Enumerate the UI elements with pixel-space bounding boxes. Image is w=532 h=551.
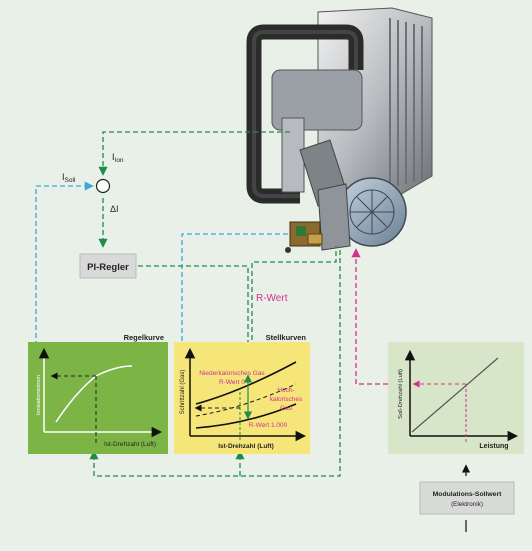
- pi-controller-block: PI-Regler: [79, 253, 137, 279]
- stellkurven-xlabel: Ist-Drehzahl (Luft): [218, 443, 274, 450]
- modulation-line2: (Elektronik): [451, 501, 483, 508]
- regelkurve-xlabel: Ist-Drehzahl (Luft): [104, 441, 156, 448]
- regelkurve-ylabel: Ionisationsstrom: [36, 375, 42, 415]
- soll-xlabel: Leistung: [479, 443, 508, 450]
- curve-niederkalorisch: [195, 361, 297, 405]
- panel-soll-drehzahl: Soll-Drehzahl (Luft) Leistung: [388, 342, 524, 454]
- label-delta-i: ΔI: [110, 204, 119, 214]
- soll-ylabel: Soll-Drehzahl (Luft): [398, 369, 404, 419]
- control-signal-lines: [89, 131, 341, 477]
- label-r-wert-1000: R-Wert 1.000: [249, 422, 288, 429]
- setpoint-signal-lines: [351, 248, 388, 385]
- label-hochkalorisch-3: Gas: [280, 405, 293, 412]
- panel-regelkurve: Regelkurve Ionisationsstrom Ist-Drehzahl…: [28, 333, 168, 454]
- curve-hochkalorisch: [195, 403, 297, 429]
- label-hochkalorisch-2: kalorisches: [270, 396, 303, 403]
- pi-controller-label: PI-Regler: [87, 262, 129, 273]
- soll-drehzahl-line: [411, 357, 499, 433]
- label-hochkalorisch-1: Hoch-: [277, 387, 294, 394]
- stellkurven-ylabel: Schrittzahl (Gas): [180, 370, 186, 415]
- label-i-ion: IIon: [112, 152, 124, 164]
- panel-stellkurven: Stellkurven Schrittzahl (Gas) Ist-Drehza…: [174, 333, 310, 454]
- label-niederkalorisch-gas: Niederkalorisches Gas: [199, 370, 265, 377]
- stellkurven-title: Stellkurven: [266, 333, 307, 342]
- burner-unit-illustration: [246, 7, 433, 253]
- label-r-wert-0: R-Wert 0: [219, 379, 245, 386]
- modulation-setpoint-block: Modulations-Sollwert (Elektronik): [419, 481, 515, 515]
- modulation-line1: Modulations-Sollwert: [433, 491, 502, 498]
- summing-junction: [95, 178, 111, 194]
- label-r-wert: R-Wert: [256, 293, 288, 304]
- regelkurve-title: Regelkurve: [124, 333, 164, 342]
- label-i-soll: ISoll: [62, 172, 76, 184]
- ionisation-signal-lines: [35, 181, 288, 354]
